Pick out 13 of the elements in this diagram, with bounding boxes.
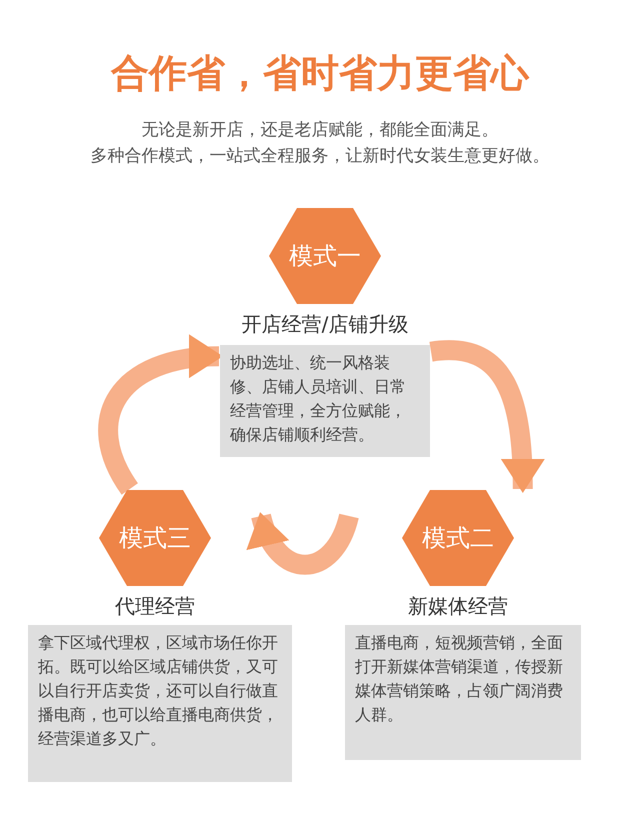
description-box: 拿下区域代理权，区域市场任你开拓。既可以给区域店铺供货，又可以自行开店卖货，还可以自行做直播电商，也可以给直播电商供货，经营渠道多又广。 [28,625,292,782]
hexagon-badge: 模式一 [269,208,381,304]
subtitle-line: 多种合作模式，一站式全程服务，让新时代女装生意更好做。 [90,145,550,167]
hexagon-badge: 模式三 [99,490,211,586]
description-box: 直播电商，短视频营销，全面打开新媒体营销渠道，传授新媒体营销策略，占领广阔消费人群。 [345,625,581,760]
title: 合作省，省时省力更省心 [110,50,530,97]
hexagon-badge: 模式二 [402,490,514,586]
mode-heading: 代理经营 [114,593,196,620]
mode-heading: 开店经营/店铺升级 [240,311,410,338]
subtitle-line: 无论是新开店，还是老店赋能，都能全面满足。 [140,119,500,141]
curved-arrow [248,512,359,575]
description-box: 协助选址、统一风格装修、店铺人员培训、日常经营管理，全方位赋能，确保店铺顺利经营。 [220,345,430,457]
mode-heading: 新媒体经营 [407,593,509,620]
